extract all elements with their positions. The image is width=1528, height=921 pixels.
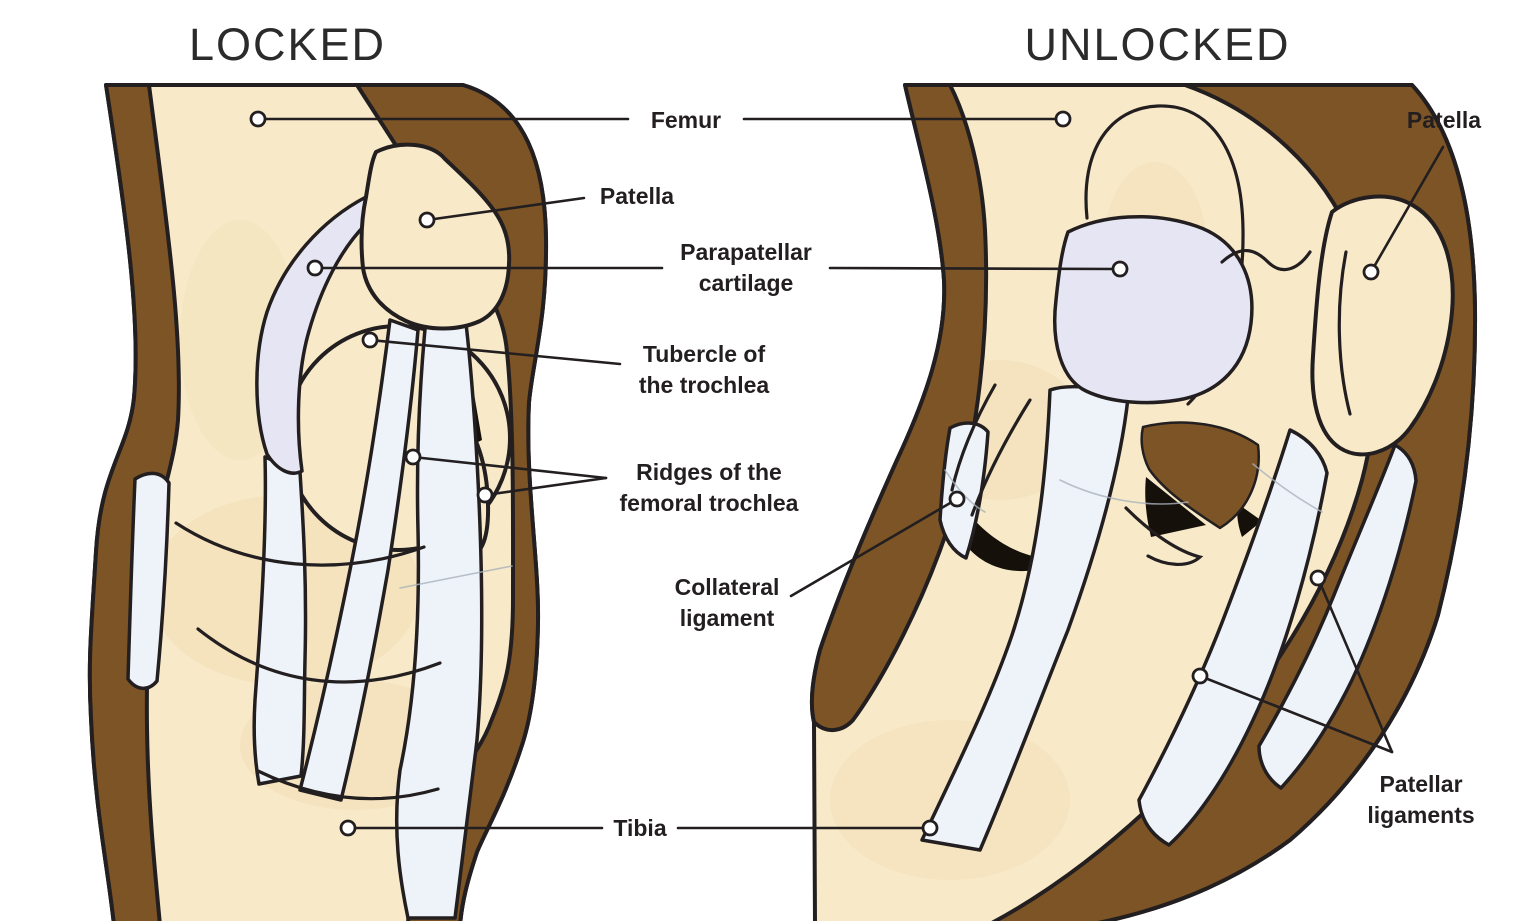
locked-lateral-patellar-ligament <box>394 276 484 920</box>
label-line: femoral trochlea <box>619 490 799 516</box>
leader-patellar-upper <box>1316 576 1394 754</box>
callout-dot-tibia-left <box>339 819 357 837</box>
unlocked-illustration <box>810 83 1478 921</box>
unlocked-patella <box>1310 194 1455 457</box>
label-collateral-ligament: Collateral ligament <box>647 572 807 634</box>
unlocked-patellar-ligament <box>1257 443 1418 790</box>
unlocked-condyle-contour <box>950 383 997 492</box>
label-patellar-ligaments: Patellar ligaments <box>1331 769 1511 831</box>
callout-dot-tubercle <box>361 331 379 349</box>
locked-illustration <box>87 83 549 921</box>
label-line: Collateral <box>674 574 780 600</box>
unlocked-capsule-line <box>1252 463 1323 513</box>
unlocked-condyle-contour <box>970 398 1032 517</box>
locked-condyle-contour <box>174 521 426 567</box>
callout-dot-femur-left <box>249 110 267 128</box>
unlocked-joint-shadow-left <box>961 510 1066 572</box>
title-locked: LOCKED <box>188 19 387 70</box>
callout-dot-ridge-upper <box>404 448 422 466</box>
unlocked-joint-shadow-center <box>1145 477 1206 537</box>
label-line: the trochlea <box>638 372 770 398</box>
leader-patellar-lower <box>1198 674 1394 754</box>
leader-tubercle <box>368 338 622 366</box>
label-ridges-of-femoral-trochlea: Ridges of the femoral trochlea <box>594 457 824 519</box>
locked-collateral-ligament <box>126 471 171 690</box>
locked-parapatellar-cartilage <box>255 195 373 475</box>
callout-dot-femur-right <box>1054 110 1072 128</box>
locked-condyle-contour <box>196 627 442 684</box>
leader-collateral <box>789 497 959 598</box>
unlocked-capsule-line <box>1059 479 1189 505</box>
leader-lines <box>249 110 1445 837</box>
label-tibia: Tibia <box>613 815 667 841</box>
unlocked-capsule-line <box>944 469 986 513</box>
label-line: Tubercle of <box>642 341 766 367</box>
label-line: Parapatellar <box>680 239 812 265</box>
unlocked-skin-patch-center <box>1140 421 1260 530</box>
leader-patella-right <box>1369 145 1445 274</box>
callout-dot-ridge-lower <box>476 486 494 504</box>
label-patella-right: Patella <box>1406 107 1482 133</box>
locked-capsule-line <box>399 565 513 589</box>
unlocked-joint-shadow-small <box>1237 504 1262 537</box>
leader-patella-left <box>425 196 586 222</box>
label-line: ligaments <box>1367 802 1475 828</box>
unlocked-lateral-patellar-ligament <box>1137 428 1329 847</box>
label-tubercle-of-trochlea: Tubercle of the trochlea <box>614 339 794 401</box>
label-line: cartilage <box>698 270 794 296</box>
unlocked-patella-ridge <box>1337 250 1352 416</box>
leader-parapatellar-right <box>828 266 1122 271</box>
unlocked-condyle-hook <box>1124 506 1204 566</box>
leader-ridges-lower <box>483 476 608 497</box>
unlocked-middle-patellar-ligament <box>920 385 1130 852</box>
unlocked-collateral-ligament <box>938 421 990 560</box>
unlocked-parapatellar-cartilage <box>1053 214 1254 405</box>
unlocked-femoropatellar-joint-line <box>1220 249 1312 272</box>
label-parapatellar-cartilage: Parapatellar cartilage <box>656 237 836 299</box>
callout-dot-tibia-right <box>921 819 939 837</box>
callout-dot-patellar-lower <box>1191 667 1209 685</box>
locked-tibia-contour <box>256 769 440 801</box>
label-femur: Femur <box>650 107 722 133</box>
callout-dot-parapatellar-right <box>1111 260 1129 278</box>
unlocked-skin-band-left <box>810 83 989 732</box>
label-patella-left: Patella <box>599 183 675 209</box>
callout-dot-patella-left <box>418 211 436 229</box>
callout-dot-parapatellar-left <box>306 259 324 277</box>
label-line: ligament <box>679 605 775 631</box>
callout-dot-patella-right <box>1362 263 1380 281</box>
label-line: Ridges of the <box>636 459 782 485</box>
title-unlocked: UNLOCKED <box>1024 19 1291 70</box>
leader-ridges-upper <box>411 455 608 480</box>
callout-dot-patellar-upper <box>1309 569 1327 587</box>
callout-dot-collateral <box>948 490 966 508</box>
locked-patella <box>359 142 512 331</box>
label-line: Patellar <box>1379 771 1463 797</box>
